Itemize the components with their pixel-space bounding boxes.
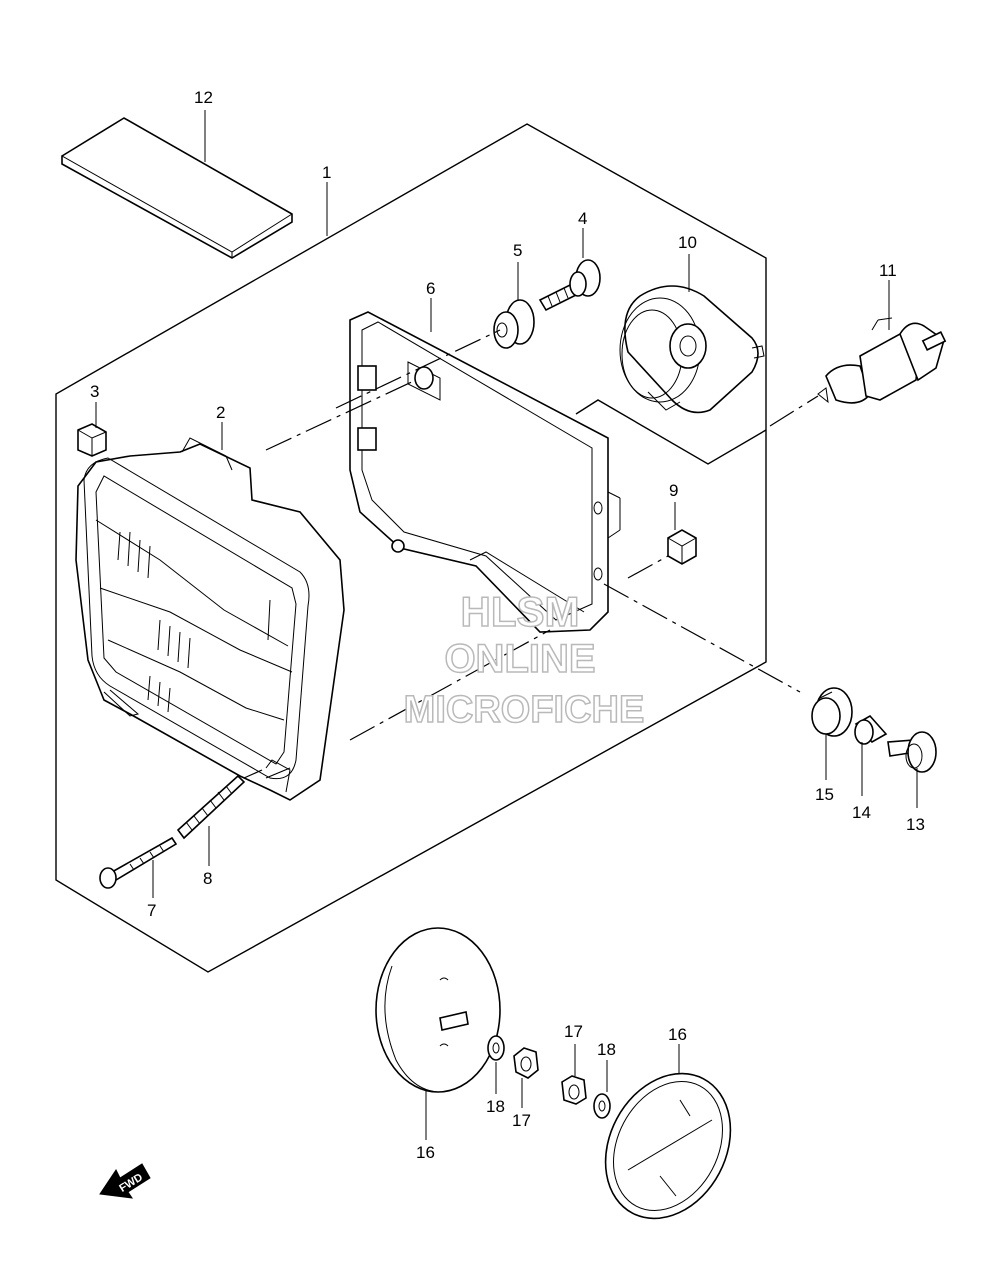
part-8-spring[interactable] — [176, 774, 246, 840]
part-15-adjuster[interactable] — [811, 687, 853, 737]
watermark-line-3: MICROFICHE — [404, 689, 645, 731]
watermark: HLSM ONLINE MICROFICHE — [403, 587, 645, 732]
part-13-screw[interactable] — [887, 731, 937, 773]
callout-4: 4 — [578, 209, 587, 228]
callout-16-front: 16 — [668, 1025, 687, 1044]
callout-8: 8 — [203, 869, 212, 888]
assembly-boundary — [55, 123, 767, 973]
callout-12: 12 — [194, 88, 213, 107]
part-17-nut-left[interactable] — [513, 1047, 539, 1079]
watermark-line-2: ONLINE — [444, 637, 595, 681]
part-4-screw[interactable] — [538, 259, 601, 312]
callout-3: 3 — [90, 382, 99, 401]
watermark-line-1: HLSM — [461, 588, 580, 635]
callout-11: 11 — [879, 261, 897, 280]
part-18-washer-right[interactable] — [593, 1093, 611, 1119]
callout-5: 5 — [513, 241, 522, 260]
part-7-long-screw[interactable] — [99, 836, 178, 889]
part-10-socket-cover[interactable] — [619, 285, 765, 414]
part-12-label-sheet[interactable] — [61, 117, 293, 259]
part-3-clip-nut[interactable] — [77, 423, 107, 457]
fwd-arrow-icon: FWD — [99, 1163, 151, 1199]
callout-1: 1 — [322, 163, 331, 182]
part-14-collar[interactable] — [854, 714, 888, 745]
callout-13: 13 — [906, 815, 925, 834]
assembly-lines — [243, 329, 819, 779]
callout-6: 6 — [426, 279, 435, 298]
callout-18-bottom: 18 — [486, 1097, 505, 1116]
callout-16-rear: 16 — [416, 1143, 435, 1162]
callout-17-bottom: 17 — [512, 1111, 531, 1130]
part-16-cap-front[interactable] — [581, 1052, 755, 1241]
part-17-nut-right[interactable] — [561, 1075, 587, 1105]
leader-lines — [95, 110, 918, 1140]
part-11-bulb[interactable] — [817, 317, 947, 404]
part-2-headlamp-unit[interactable] — [75, 437, 345, 801]
part-16-cap-rear[interactable] — [375, 927, 501, 1093]
part-5-grommet[interactable] — [493, 299, 535, 349]
callout-17-top: 17 — [564, 1022, 583, 1041]
callout-numbers: 12 1 4 5 6 10 11 3 2 9 15 14 13 8 7 16 1… — [90, 88, 925, 1162]
callout-2: 2 — [216, 403, 225, 422]
callout-14: 14 — [852, 803, 871, 822]
callout-10: 10 — [678, 233, 697, 252]
assembly-boundary-notch — [575, 399, 767, 465]
callout-15: 15 — [815, 785, 834, 804]
callout-9: 9 — [669, 481, 678, 500]
callout-7: 7 — [147, 901, 156, 920]
part-18-washer-left[interactable] — [487, 1035, 505, 1061]
part-9-clip-nut[interactable] — [667, 529, 697, 565]
callout-18-top: 18 — [597, 1040, 616, 1059]
part-6-housing-frame[interactable] — [349, 311, 621, 633]
